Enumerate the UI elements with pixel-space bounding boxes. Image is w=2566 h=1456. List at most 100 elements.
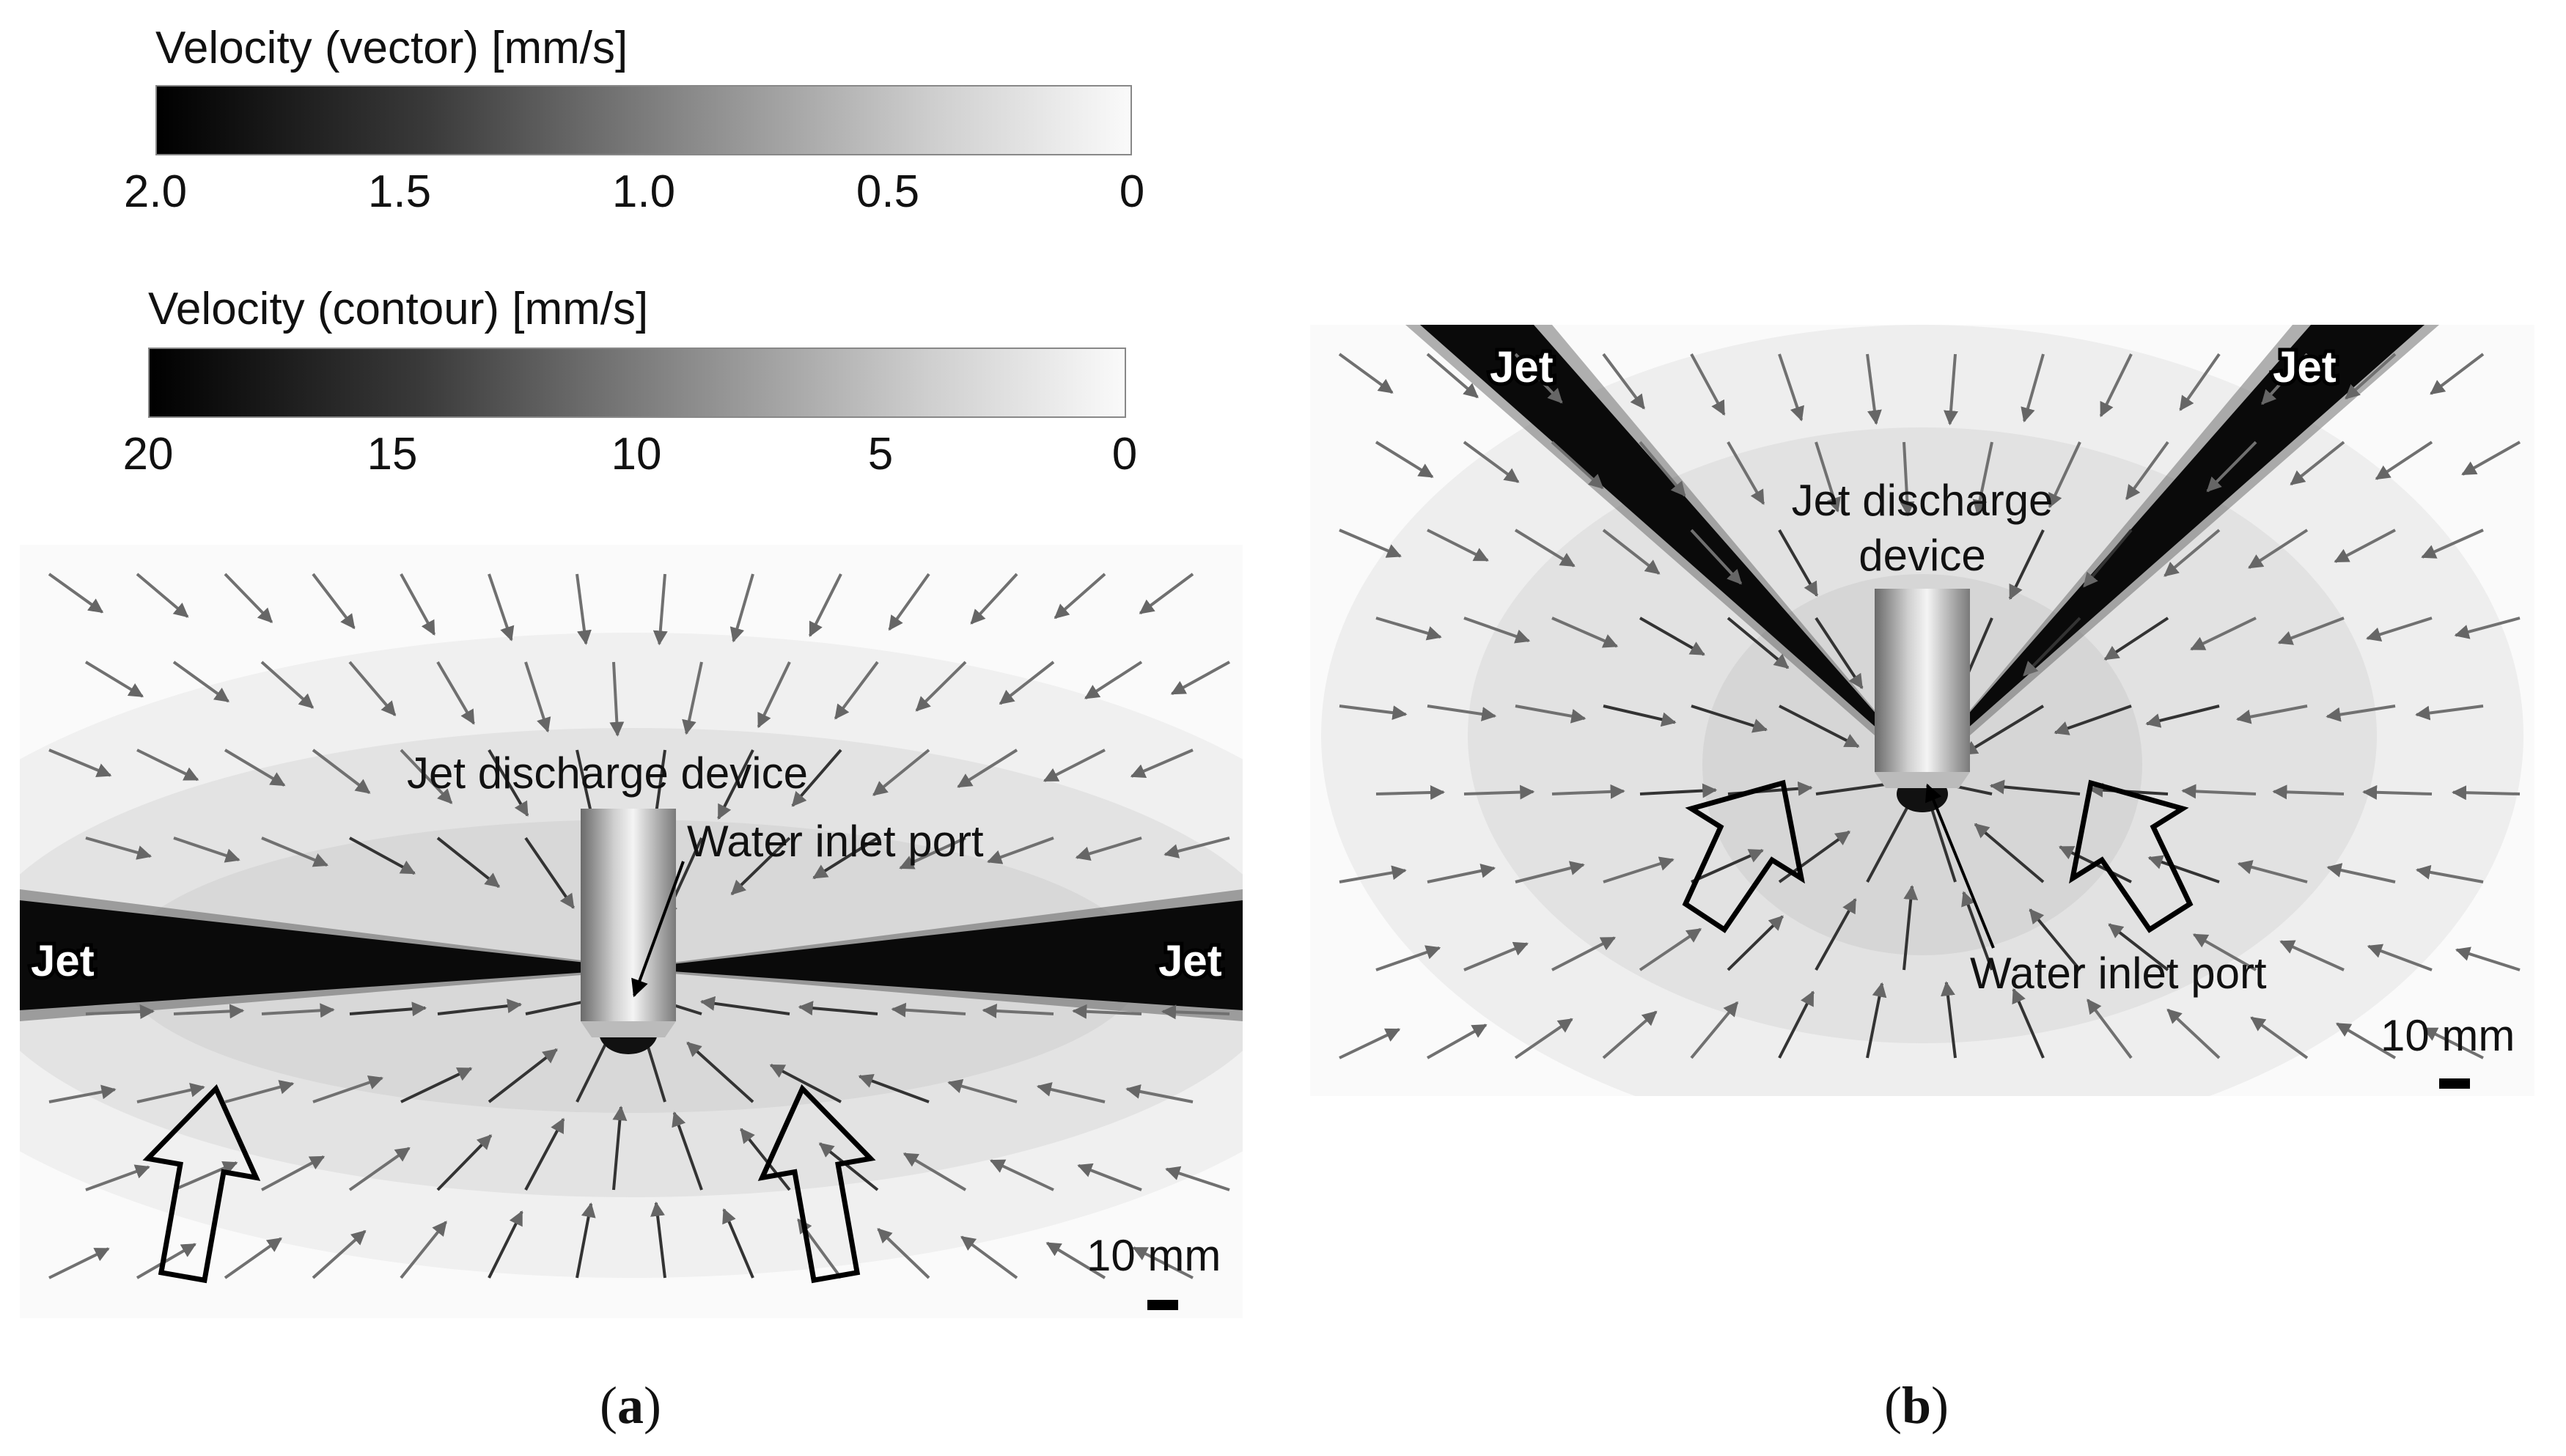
flow-vector (2023, 617, 2081, 677)
flow-vector (1778, 353, 1804, 422)
panel-a-vector-field (48, 573, 1230, 1279)
flow-vector (2248, 529, 2309, 569)
flow-vector (729, 573, 754, 643)
flow-vector (2261, 353, 2309, 405)
flow-vector (1427, 705, 1497, 721)
flow-vector (2054, 705, 2132, 735)
flow-vector (1084, 661, 1143, 699)
flow-vector (2421, 529, 2484, 559)
flow-vector (791, 749, 842, 807)
flow-vector (1944, 353, 1958, 426)
flow-vector (947, 1078, 1018, 1103)
flow-vector (136, 573, 189, 618)
panel-b-jet-left-halo (1405, 325, 1883, 735)
flow-vector (1602, 353, 1646, 410)
panel-b-device-tip (1875, 772, 1970, 788)
flow-vector (224, 1237, 282, 1279)
flow-vector (576, 1202, 596, 1279)
vector-legend-title: Velocity (vector) [mm/s] (155, 23, 628, 73)
flow-vector (400, 749, 453, 804)
panel-a: Jet Jet Jet discharge device Water inlet… (20, 545, 1243, 1318)
panel-a-jet-left (20, 900, 599, 1010)
flow-vector (1130, 749, 1194, 778)
flow-vector (2164, 529, 2221, 577)
flow-vector (48, 1247, 110, 1279)
flow-vector (2366, 617, 2433, 641)
flow-vector (2147, 855, 2220, 883)
flow-vector (2326, 863, 2396, 883)
flow-vector (312, 749, 371, 794)
flow-vector (717, 749, 754, 820)
panel-b-jet-left-label: Jet (1490, 342, 1554, 391)
panel-b-device-label-line2: device (1859, 531, 1985, 580)
panel-b-device-label-line1: Jet discharge (1792, 476, 2054, 525)
flow-vector (1075, 837, 1142, 861)
flow-vector (1375, 617, 1442, 641)
flow-vector (1072, 1004, 1142, 1019)
flow-vector (877, 1228, 930, 1279)
flow-vector (672, 1111, 703, 1191)
panel-b-caption: (b) (1884, 1376, 1949, 1435)
flow-vector (348, 661, 397, 716)
flow-vector (524, 837, 575, 909)
flow-vector (85, 1164, 150, 1191)
flow-vector (1551, 936, 1616, 971)
flow-vector (1866, 982, 1887, 1059)
flow-vector (740, 1128, 791, 1191)
contour-legend-title: Velocity (contour) [mm/s] (148, 284, 649, 334)
flow-vector (312, 1229, 367, 1279)
flow-vector (2103, 617, 2169, 661)
flow-vector (982, 1003, 1054, 1018)
flow-vector (2375, 441, 2433, 480)
flow-vector (1375, 784, 1445, 800)
flow-vector (85, 1004, 155, 1020)
flow-vector (1054, 573, 1106, 619)
panel-b-inlet-label: Water inlet port (1970, 949, 2267, 998)
flow-vector (1779, 705, 1860, 748)
flow-vector (261, 837, 328, 867)
panel-b-inflow-arrow-right (2069, 779, 2194, 933)
flow-vector (1077, 1163, 1142, 1191)
flow-vector (2235, 705, 2308, 724)
flow-vector (1165, 1166, 1230, 1191)
flow-vector (987, 837, 1054, 864)
flow-vector (2272, 784, 2345, 800)
panel-a-scale-bar (1147, 1300, 1178, 1310)
flow-vector (899, 837, 966, 869)
flow-vector (1339, 705, 1408, 721)
flow-vector (1989, 779, 2081, 795)
flow-vector (2454, 617, 2521, 639)
flow-vector (1514, 353, 1563, 404)
panel-b-inflow-arrow-left (1682, 779, 1805, 933)
flow-vector (349, 837, 416, 875)
flow-vector (1974, 823, 2045, 883)
panel-a-device-tip (581, 1021, 676, 1037)
flow-vector (524, 661, 551, 733)
panel-b-jet-left (1420, 325, 1883, 729)
flow-vector (2290, 441, 2345, 486)
flow-vector (2250, 1016, 2309, 1059)
panel-b-jet-right-halo (1961, 325, 2439, 735)
panel-b-figure: Jet Jet Jet discharge device Water inlet… (1310, 325, 2534, 1096)
flow-vector (1727, 441, 1765, 505)
panel-b-device-body (1875, 589, 1970, 772)
contour-tick-2: 10 (611, 429, 662, 479)
flow-vector (173, 1004, 245, 1019)
flow-vector (1690, 529, 1743, 585)
flow-vector (960, 1235, 1018, 1279)
flow-vector (488, 573, 515, 641)
flow-vector (1463, 617, 1531, 644)
flow-vector (436, 661, 475, 725)
flow-vector (2367, 944, 2433, 971)
flow-vector (888, 573, 930, 631)
panel-b-scale-bar (2439, 1078, 2470, 1089)
flow-vector (400, 1221, 447, 1279)
flow-vector (999, 661, 1055, 705)
vector-tick-4: 0 (1119, 166, 1145, 217)
flow-vector (1427, 1023, 1488, 1059)
flow-vector (1639, 441, 1686, 497)
flow-vector (173, 1161, 238, 1191)
flow-vector (349, 1001, 427, 1017)
flow-vector (609, 661, 625, 737)
panel-a-caption: (a) (600, 1376, 661, 1435)
